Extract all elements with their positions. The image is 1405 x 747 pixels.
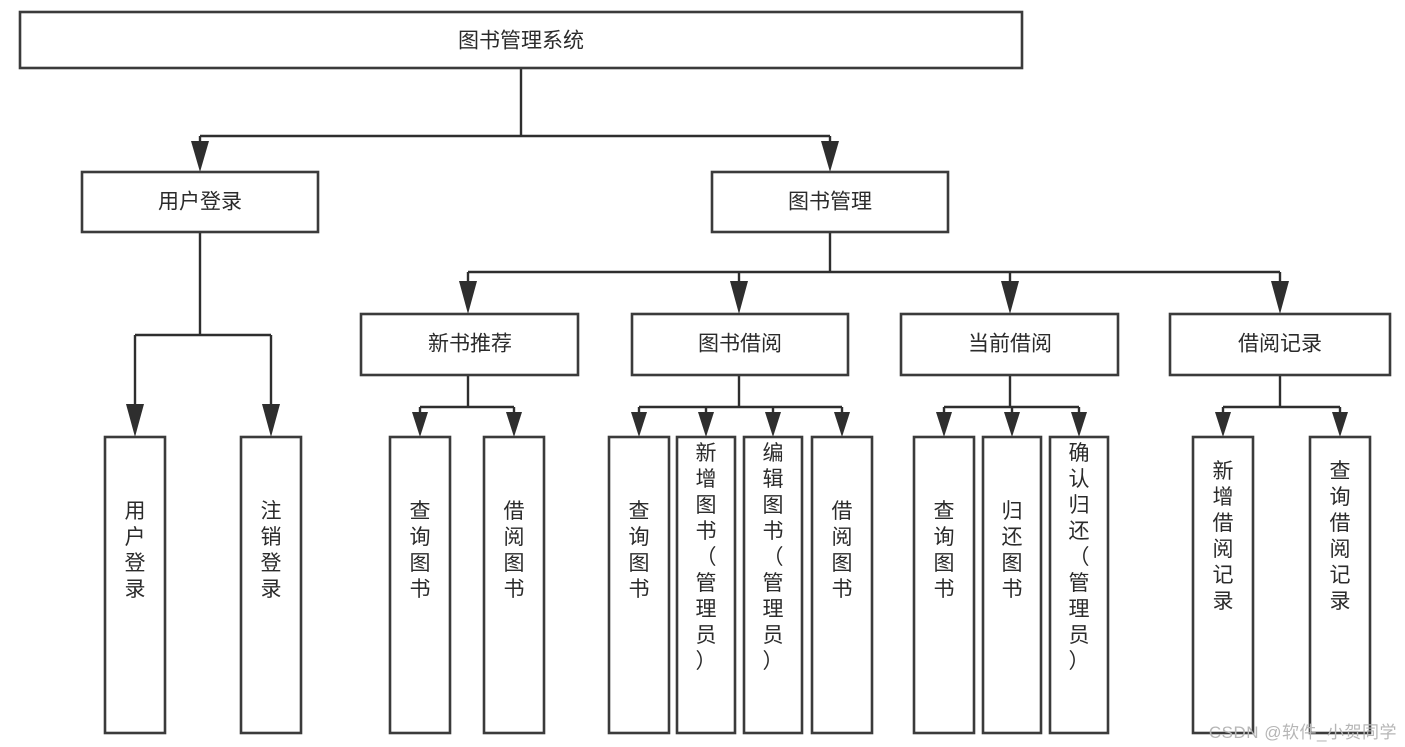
node-leaf-user-login-box[interactable] <box>103 435 167 735</box>
node-leaf-query-book-1[interactable]: 查询图书 <box>388 435 452 735</box>
node-leaf-query-book-3[interactable]: 查询图书 <box>912 435 976 735</box>
node-leaf-add-book-label: 新增图书（管理员） <box>696 442 717 673</box>
node-leaf-query-record[interactable]: 查询借阅记录 <box>1308 435 1372 735</box>
arrow-head-leaf-query-record <box>1332 412 1348 437</box>
node-book-borrow[interactable]: 图书借阅 <box>630 312 850 377</box>
node-leaf-confirm-return-box[interactable] <box>1048 435 1110 735</box>
node-leaf-add-record-label: 新增借阅记录 <box>1213 460 1234 613</box>
node-leaf-logout-login-box[interactable] <box>239 435 303 735</box>
node-leaf-user-login[interactable]: 用户登录 <box>103 435 167 735</box>
node-leaf-logout-login[interactable]: 注销登录 <box>239 435 303 735</box>
node-leaf-logout-login-label: 注销登录 <box>261 500 282 601</box>
arrow-head-current-borrow <box>1001 281 1019 314</box>
node-borrow-record-box[interactable] <box>1168 312 1392 377</box>
node-leaf-query-book-1-label: 查询图书 <box>410 500 431 601</box>
arrow-head-leaf-user-login <box>126 404 144 437</box>
node-leaf-query-book-1-box[interactable] <box>388 435 452 735</box>
arrow-head-leaf-query-book-1 <box>412 412 428 437</box>
node-user-login-label: 用户登录 <box>158 191 242 214</box>
node-leaf-borrow-book-1[interactable]: 借阅图书 <box>482 435 546 735</box>
arrow-head-leaf-query-book-2 <box>631 412 647 437</box>
node-leaf-add-book[interactable]: 新增图书（管理员） <box>675 435 737 735</box>
arrow-head-leaf-borrow-book-1 <box>506 412 522 437</box>
node-book-borrow-label: 图书借阅 <box>698 333 782 356</box>
node-leaf-borrow-book-2[interactable]: 借阅图书 <box>810 435 874 735</box>
arrow-head-leaf-query-book-3 <box>936 412 952 437</box>
node-leaf-return-book[interactable]: 归还图书 <box>981 435 1043 735</box>
csdn-watermark: CSDN @软件_小贺同学 <box>1208 723 1397 742</box>
node-new-book-recommend-box[interactable] <box>359 312 580 377</box>
node-root-label: 图书管理系统 <box>458 30 584 53</box>
arrow-head-book-manage <box>821 141 839 172</box>
node-leaf-query-book-2[interactable]: 查询图书 <box>607 435 671 735</box>
node-leaf-borrow-book-2-box[interactable] <box>810 435 874 735</box>
node-book-manage[interactable]: 图书管理 <box>710 170 950 234</box>
node-book-manage-box[interactable] <box>710 170 950 234</box>
node-leaf-return-book-label: 归还图书 <box>1002 500 1023 601</box>
arrow-head-leaf-confirm-return <box>1071 412 1087 437</box>
arrow-head-leaf-logout-login <box>262 404 280 437</box>
node-leaf-return-book-box[interactable] <box>981 435 1043 735</box>
connector-group <box>126 68 1348 437</box>
arrow-head-leaf-add-book <box>698 412 714 437</box>
node-new-book-recommend[interactable]: 新书推荐 <box>359 312 580 377</box>
node-leaf-borrow-book-1-box[interactable] <box>482 435 546 735</box>
arrow-head-new-book-recommend <box>459 281 477 314</box>
node-user-login[interactable]: 用户登录 <box>80 170 320 234</box>
arrow-head-leaf-return-book <box>1004 412 1020 437</box>
node-borrow-record[interactable]: 借阅记录 <box>1168 312 1392 377</box>
node-root-box[interactable] <box>18 10 1024 70</box>
node-leaf-query-book-3-box[interactable] <box>912 435 976 735</box>
arrow-head-leaf-edit-book <box>765 412 781 437</box>
node-leaf-confirm-return[interactable]: 确认归还（管理员） <box>1048 435 1110 735</box>
node-leaf-query-book-2-box[interactable] <box>607 435 671 735</box>
node-leaf-edit-book-box[interactable] <box>742 435 804 735</box>
node-book-borrow-box[interactable] <box>630 312 850 377</box>
node-leaf-add-record[interactable]: 新增借阅记录 <box>1191 435 1255 735</box>
arrow-head-borrow-record <box>1271 281 1289 314</box>
node-leaf-edit-book[interactable]: 编辑图书（管理员） <box>742 435 804 735</box>
node-current-borrow-box[interactable] <box>899 312 1120 377</box>
node-current-borrow[interactable]: 当前借阅 <box>899 312 1120 377</box>
node-leaf-borrow-book-1-label: 借阅图书 <box>504 500 525 601</box>
arrow-head-leaf-borrow-book-2 <box>834 412 850 437</box>
node-leaf-add-record-box[interactable] <box>1191 435 1255 735</box>
node-leaf-edit-book-label: 编辑图书（管理员） <box>763 442 784 673</box>
node-leaf-query-record-box[interactable] <box>1308 435 1372 735</box>
node-leaf-borrow-book-2-label: 借阅图书 <box>832 500 853 601</box>
node-leaf-query-record-label: 查询借阅记录 <box>1330 460 1351 613</box>
node-user-login-box[interactable] <box>80 170 320 234</box>
node-book-manage-label: 图书管理 <box>788 191 872 214</box>
arrow-head-user-login <box>191 141 209 172</box>
node-leaf-confirm-return-label: 确认归还（管理员） <box>1069 442 1090 673</box>
node-new-book-recommend-label: 新书推荐 <box>428 333 512 356</box>
node-borrow-record-label: 借阅记录 <box>1238 333 1322 356</box>
arrow-head-book-borrow <box>730 281 748 314</box>
node-leaf-query-book-3-label: 查询图书 <box>934 500 955 601</box>
node-leaf-add-book-box[interactable] <box>675 435 737 735</box>
arrow-head-leaf-add-record <box>1215 412 1231 437</box>
node-current-borrow-label: 当前借阅 <box>968 333 1052 356</box>
node-leaf-query-book-2-label: 查询图书 <box>629 500 650 601</box>
node-root[interactable]: 图书管理系统 <box>18 10 1024 70</box>
node-leaf-user-login-label: 用户登录 <box>125 500 146 601</box>
